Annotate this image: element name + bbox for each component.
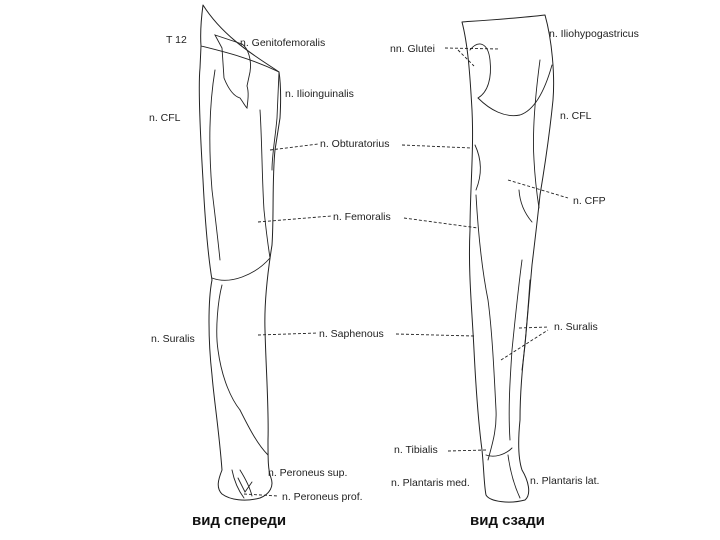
caption-front-view: вид спереди [192,512,287,529]
leader-glutei-1 [444,47,501,50]
leader-obturatorius-back [401,144,473,149]
back-leg-outline [461,14,555,503]
label-t12: T 12 [166,34,187,46]
label-peroneus-sup: n. Peroneus sup. [268,467,348,479]
label-femoralis: n. Femoralis [333,211,391,223]
suralis-band-2 [521,279,531,371]
leader-peroneus-prof [243,493,279,497]
leader-tibialis [447,449,487,452]
foot-toe-line-1 [231,469,245,499]
caption-back-view: вид сзади [470,512,545,529]
plantaris-boundary [507,454,521,499]
saphenous-boundary [216,284,241,411]
label-tibialis: n. Tibialis [394,444,438,456]
label-cfl-back: n. CFL [560,110,592,122]
label-glutei: nn. Glutei [390,43,435,55]
cfp-boundary [474,144,481,191]
gluteal-area [469,43,491,99]
knee-line [211,257,271,281]
front-leg-outline [198,4,282,501]
ilioinguinalis-zone [271,71,280,171]
inguinal-fold [200,45,280,73]
cfl-boundary-back [533,59,541,209]
femoralis-medial-line [259,109,271,259]
label-cfl-front: n. CFL [149,112,181,124]
label-saphenous: n. Saphenous [319,328,384,340]
leader-femoralis-front [257,215,332,223]
label-peroneus-prof: n. Peroneus prof. [282,491,363,503]
foot-toe-line-2 [239,469,253,497]
label-plantaris-lat: n. Plantaris lat. [530,475,600,487]
label-iliohypogastricus: n. Iliohypogastricus [549,28,639,40]
leader-saphenous-back [395,333,475,337]
suralis-band-1 [508,259,523,441]
back-leg [461,14,555,503]
label-ilioinguinalis: n. Ilioinguinalis [285,88,354,100]
cfl-boundary [209,69,221,261]
leader-cfp [507,179,569,199]
label-cfp: n. CFP [573,195,606,207]
gluteal-fold [477,64,553,117]
peroneus-prof-wedge [237,477,253,493]
leader-femoralis-back [403,217,479,229]
cfp-lower [518,189,533,223]
front-leg [198,4,282,501]
peroneus-boundary [239,409,269,456]
label-plantaris-med: n. Plantaris med. [391,477,470,489]
tibialis-medial-line [475,194,497,461]
leader-glutei-2 [457,49,475,67]
leader-lines [243,47,569,497]
heel-line [485,447,513,457]
label-suralis-back: n. Suralis [554,321,598,333]
label-obturatorius: n. Obturatorius [320,138,390,150]
label-genitofemoralis: n. Genitofemoralis [240,37,326,49]
label-suralis-front: n. Suralis [151,333,195,345]
leader-suralis-back-2 [500,329,549,361]
leader-suralis-back-1 [518,326,549,329]
leader-saphenous-front [257,332,319,336]
leader-obturatorius-front [269,143,319,151]
